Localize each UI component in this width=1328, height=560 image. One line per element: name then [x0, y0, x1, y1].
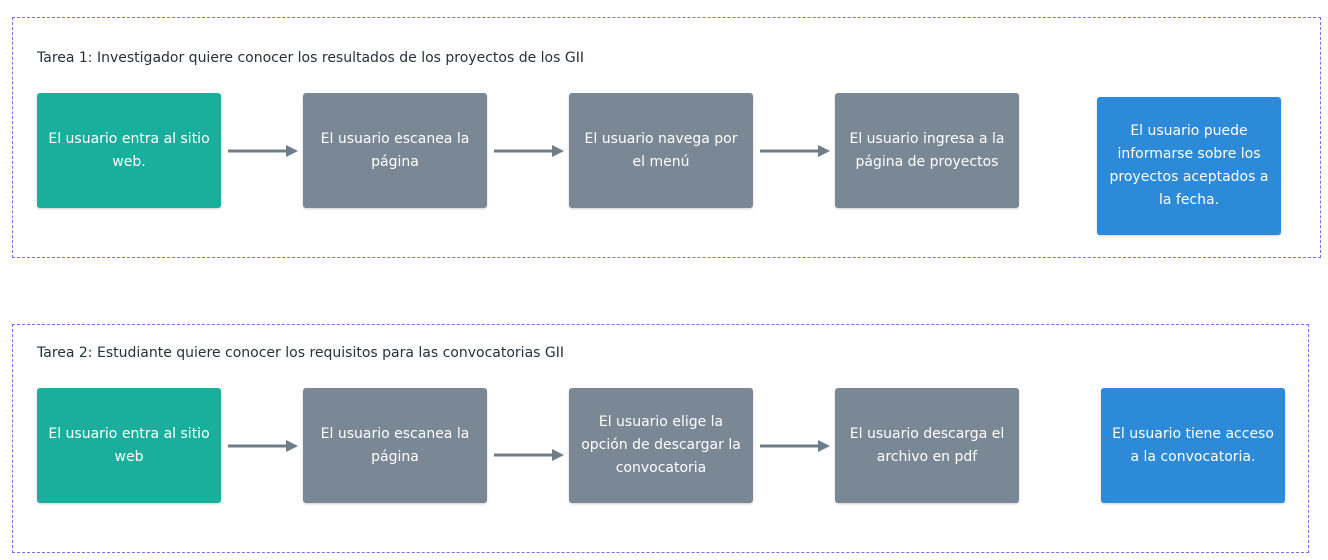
- task-1-step-5-label: El usuario puede informarse sobre los pr…: [1109, 123, 1269, 208]
- arrow-right-icon: [228, 439, 298, 453]
- arrow-right-icon: [760, 144, 830, 158]
- task-1-frame: [12, 17, 1321, 258]
- task-2-step-3: El usuario elige la opción de descargar …: [569, 388, 753, 503]
- task-2-step-4: El usuario descarga el archivo en pdf: [835, 388, 1019, 503]
- arrow-right-icon: [494, 448, 564, 462]
- task-1-step-1: El usuario entra al sitio web.: [37, 93, 221, 208]
- task-1-step-4: El usuario ingresa a la página de proyec…: [835, 93, 1019, 208]
- task-1-step-2: El usuario escanea la página: [303, 93, 487, 208]
- task-2-step-2-label: El usuario escanea la página: [320, 425, 470, 465]
- task-2-step-5: El usuario tiene acceso a la convocatori…: [1101, 388, 1285, 503]
- task-1-step-1-label: El usuario entra al sitio web.: [48, 130, 210, 170]
- task-2-step-4-label: El usuario descarga el archivo en pdf: [849, 425, 1005, 465]
- task-1-step-3-label: El usuario navega por el menú: [584, 130, 738, 170]
- task-2-frame: [12, 324, 1309, 553]
- task-2-step-2: El usuario escanea la página: [303, 388, 487, 503]
- task-1-step-3: El usuario navega por el menú: [569, 93, 753, 208]
- arrow-right-icon: [228, 144, 298, 158]
- task-2-step-5-label: El usuario tiene acceso a la convocatori…: [1112, 425, 1274, 465]
- task-2-title: Tarea 2: Estudiante quiere conocer los r…: [37, 345, 565, 361]
- task-2-step-1-label: El usuario entra al sitio web: [48, 425, 210, 465]
- task-1-title: Tarea 1: Investigador quiere conocer los…: [37, 50, 584, 66]
- task-1-step-4-label: El usuario ingresa a la página de proyec…: [849, 130, 1005, 170]
- task-1-step-5: El usuario puede informarse sobre los pr…: [1097, 97, 1281, 235]
- task-1-step-2-label: El usuario escanea la página: [320, 130, 470, 170]
- arrow-right-icon: [760, 439, 830, 453]
- arrow-right-icon: [494, 144, 564, 158]
- task-2-step-1: El usuario entra al sitio web: [37, 388, 221, 503]
- task-2-step-3-label: El usuario elige la opción de descargar …: [581, 414, 741, 476]
